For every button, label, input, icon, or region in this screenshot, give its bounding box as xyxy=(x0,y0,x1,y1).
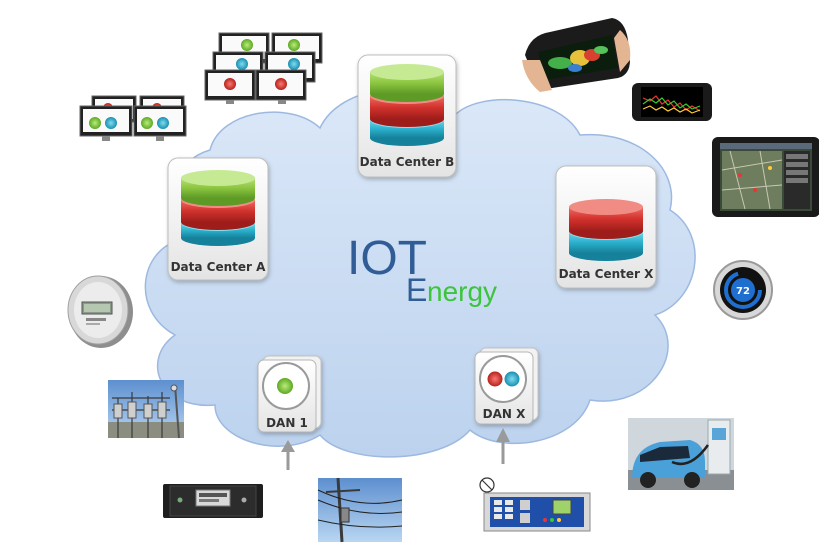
smartphone-chart-icon xyxy=(632,83,712,121)
tablet-dashboard-icon xyxy=(712,137,819,217)
multi-monitor-display-icon xyxy=(204,32,323,104)
power-line-pole-icon xyxy=(317,477,403,543)
ev-charging-icon xyxy=(628,418,734,490)
red-node-dot xyxy=(487,371,503,387)
database-stack-icon xyxy=(569,199,643,261)
dual-monitor-display-icon xyxy=(79,95,187,141)
database-stack-icon xyxy=(370,64,444,146)
cyan-node-dot xyxy=(504,371,520,387)
data-center-b-label: Data Center B xyxy=(360,155,455,169)
smart-meter-icon xyxy=(67,275,133,348)
dan-x-node xyxy=(479,355,527,403)
data-center-x-label: Data Center X xyxy=(559,267,655,281)
smart-thermostat-icon xyxy=(713,260,773,320)
green-node-dot xyxy=(277,378,293,394)
tablet-map-icon xyxy=(522,18,631,92)
iot-title: IOT xyxy=(347,232,427,285)
arrow-up-icon xyxy=(281,440,295,470)
database-stack-icon xyxy=(181,170,255,246)
rack-server-icon xyxy=(163,484,263,518)
thermostat-temperature: 72 xyxy=(736,286,750,297)
dan-x-label: DAN X xyxy=(483,407,526,421)
data-center-a-label: Data Center A xyxy=(171,260,267,274)
energy-title-rest: nergy xyxy=(427,276,497,307)
substation-icon xyxy=(108,380,184,439)
control-panel-relay-icon xyxy=(479,477,591,532)
arrow-up-icon xyxy=(496,428,510,464)
dan-1-label: DAN 1 xyxy=(266,416,308,430)
energy-title-initial: E xyxy=(406,272,427,308)
